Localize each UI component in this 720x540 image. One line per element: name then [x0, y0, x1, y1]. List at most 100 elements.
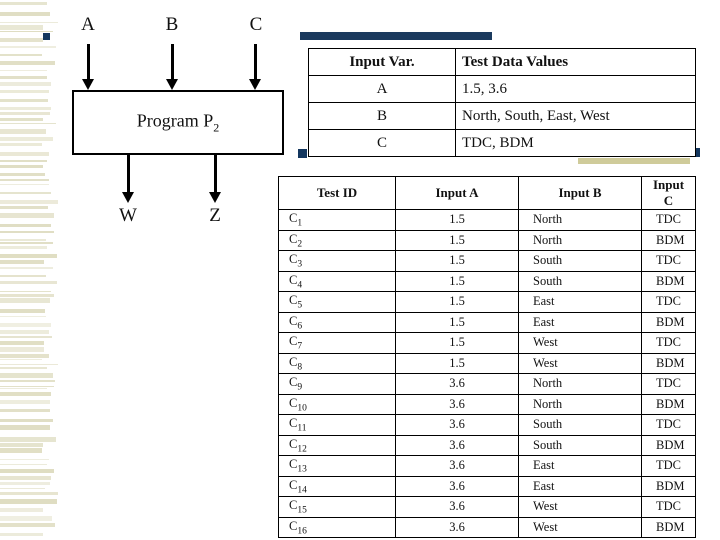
cell-input-b: West [518, 496, 642, 518]
stripe [0, 184, 49, 185]
stripe [0, 533, 43, 536]
cell-test-id: C3 [278, 250, 396, 272]
stripe [0, 373, 53, 378]
cell-test-id: C10 [278, 393, 396, 415]
stripe [0, 213, 54, 218]
cell-input-c: BDM [641, 270, 696, 292]
cell-input-b: East [518, 291, 642, 313]
test-id-subscript: 11 [297, 423, 307, 434]
stripe [0, 469, 54, 473]
input-arrow-c [249, 44, 261, 90]
stripe [0, 482, 50, 485]
cell-test-id: C9 [278, 373, 396, 395]
stripe [0, 409, 50, 412]
stripe [0, 499, 57, 504]
stripe [0, 179, 49, 181]
cell-input-b: South [518, 250, 642, 272]
stripe [0, 143, 42, 146]
cell-test-id: C12 [278, 434, 396, 456]
cell-input-a: 1.5 [395, 332, 519, 354]
cell-input-a: 1.5 [395, 250, 519, 272]
stripe [0, 359, 42, 360]
header-input-a: Input A [395, 176, 519, 210]
test-id-subscript: 15 [297, 505, 307, 516]
test-id-subscript: 4 [297, 280, 303, 290]
program-box: Program P2 [72, 90, 284, 155]
stripe [0, 31, 53, 32]
khaki-accent-bar [578, 158, 690, 164]
stripe [0, 492, 58, 495]
stripe [0, 347, 44, 352]
cell-input-b: East [518, 311, 642, 333]
cell-input-b: North [518, 393, 642, 415]
stripe [0, 316, 46, 317]
stripe [0, 224, 51, 227]
stripe [0, 173, 45, 176]
stripe [0, 46, 56, 48]
decorative-stripe-strip [0, 0, 60, 540]
stripe [0, 367, 47, 369]
cell-input-a: 3.6 [395, 516, 519, 538]
stripe [0, 254, 57, 258]
stripe [0, 437, 56, 442]
cell-test-id: C11 [278, 414, 396, 436]
stripe [0, 129, 46, 134]
stripe [0, 380, 55, 382]
stripe [0, 392, 51, 396]
cell-input-a: 3.6 [395, 455, 519, 477]
stripe [0, 160, 47, 162]
test-id-subscript: 14 [297, 485, 307, 495]
cell-input-c: TDC [641, 455, 696, 477]
bullet-square-top-left [43, 33, 50, 40]
cell-test-id: C5 [278, 291, 396, 313]
test-id-subscript: 10 [297, 403, 307, 413]
cell-input-c: BDM [641, 229, 696, 251]
cell-input-a: 1.5 [395, 209, 519, 231]
cell-input-a: 3.6 [395, 496, 519, 518]
cell-input-var: C [308, 129, 456, 157]
stripe [0, 165, 43, 168]
cell-input-c: BDM [641, 352, 696, 374]
cell-input-c: TDC [641, 496, 696, 518]
cell-test-id: C6 [278, 311, 396, 333]
stripe [0, 488, 45, 489]
cell-input-c: BDM [641, 516, 696, 538]
cell-input-b: East [518, 475, 642, 497]
stripe [0, 25, 43, 30]
program-box-label-text: Program P [136, 110, 214, 131]
stripe [0, 82, 51, 86]
stripe [0, 291, 51, 292]
stripe [0, 70, 47, 71]
cell-input-c: BDM [641, 434, 696, 456]
test-id-subscript: 8 [297, 362, 303, 372]
stripe [0, 267, 53, 269]
stripe [0, 61, 55, 65]
test-id-subscript: 9 [297, 382, 303, 393]
cell-input-b: West [518, 332, 642, 354]
test-id-subscript: 12 [297, 444, 307, 454]
stripe [0, 476, 51, 480]
cell-input-a: 1.5 [395, 352, 519, 374]
stripe [0, 464, 47, 465]
stripe [0, 330, 49, 334]
table-header-row: Test ID Input A Input B Input C [278, 176, 696, 210]
cell-test-id: C8 [278, 352, 396, 374]
stripe [0, 448, 42, 453]
stripe [0, 242, 53, 244]
cell-input-a: 3.6 [395, 414, 519, 436]
output-arrow-w [122, 155, 134, 203]
output-label-z: Z [209, 205, 221, 226]
cell-test-data-values: TDC, BDM [455, 129, 696, 157]
input-label-a: A [81, 14, 95, 35]
header-input-c: Input C [641, 176, 696, 210]
stripe [0, 341, 44, 345]
